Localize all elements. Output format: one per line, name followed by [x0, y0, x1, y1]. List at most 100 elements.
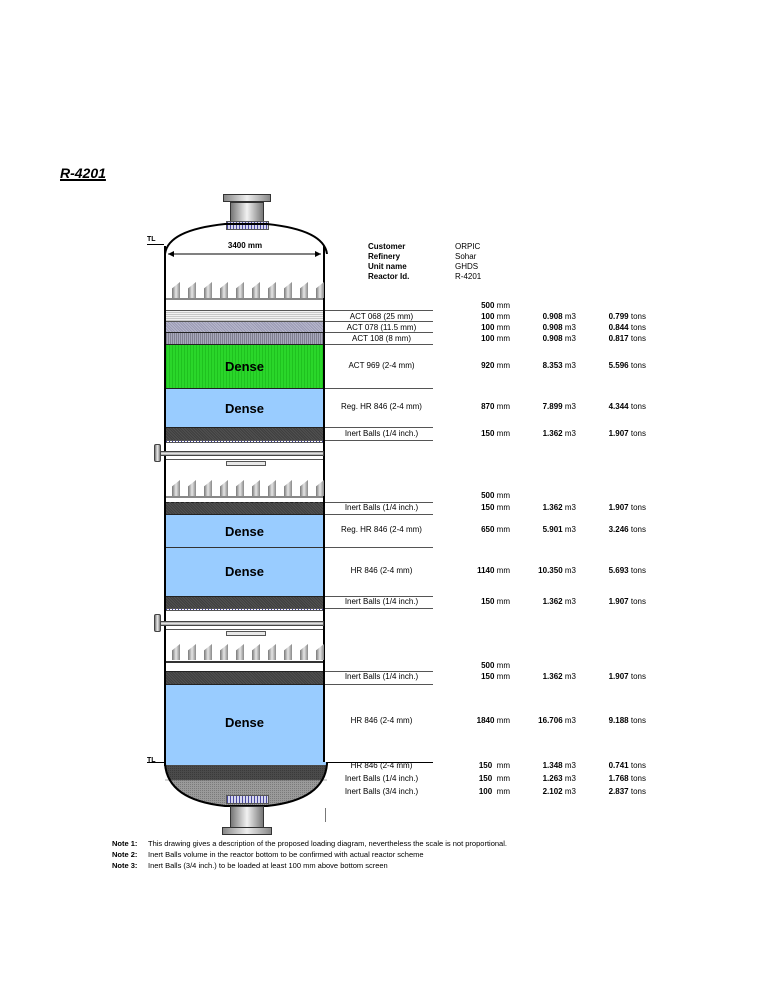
note-3: Note 3:Inert Balls (3/4 inch.) to be loa… [112, 861, 388, 870]
quench-box-plate-2 [226, 631, 266, 636]
layer-inert-bed1 [166, 427, 323, 440]
bubble-cap-icon [316, 644, 324, 660]
dense-label: Dense [224, 564, 265, 579]
top-nozzle-screen [226, 221, 269, 230]
bed3-free-space: 500 mm [481, 661, 510, 670]
bed3-layer-name: Inert Balls (3/4 inch.) [344, 787, 419, 796]
bubble-cap-icon [252, 644, 260, 660]
tangent-line-top [147, 244, 164, 245]
leader-line [325, 502, 433, 503]
bed1-layer-weight: 1.907 tons [608, 429, 646, 438]
bed2-layer-height: 150 mm [481, 503, 510, 512]
layer-act969: Dense [166, 344, 323, 388]
note-2: Note 2:Inert Balls volume in the reactor… [112, 850, 424, 859]
diameter-arrow-icon [168, 251, 321, 257]
bed1-layer-name: ACT 108 (8 mm) [352, 334, 411, 343]
vessel-left-wall [164, 246, 166, 766]
bed2-layer-volume: 10.350 m3 [538, 566, 576, 575]
layer-act078 [166, 321, 323, 332]
info-unit-value: GHDS [455, 262, 479, 271]
bubble-cap-icon [172, 480, 180, 496]
layer-reg-hr846-bed1: Dense [166, 388, 323, 427]
leader-line [325, 321, 433, 322]
bubble-cap-icon [220, 644, 228, 660]
bed2-layer-weight: 1.907 tons [608, 597, 646, 606]
info-refinery-value: Sohar [455, 252, 477, 261]
leader-line [325, 684, 433, 685]
reactor-title: R-4201 [60, 165, 106, 181]
bubble-cap-icon [236, 644, 244, 660]
bed3-layer-volume: 1.362 m3 [542, 672, 576, 681]
quench-pipe-1 [160, 451, 324, 456]
bed1-layer-height: 150 mm [481, 429, 510, 438]
leader-line [325, 388, 433, 389]
bed1-layer-volume: 8.353 m3 [542, 361, 576, 370]
bed2-layer-name: HR 846 (2-4 mm) [350, 566, 413, 575]
bubble-cap-icon [268, 480, 276, 496]
bubble-cap-icon [172, 644, 180, 660]
bed3-layer-height: 150 mm [478, 774, 510, 783]
bubble-cap-icon [204, 644, 212, 660]
bed1-layer-name: Inert Balls (1/4 inch.) [344, 429, 419, 438]
dense-label: Dense [224, 359, 265, 374]
bed2-layer-volume: 5.901 m3 [542, 525, 576, 534]
info-reactor-value: R-4201 [455, 272, 482, 281]
bubble-cap-icon [300, 480, 308, 496]
diameter-label: 3400 mm [227, 241, 263, 250]
bed1-free-space: 500 mm [481, 301, 510, 310]
quench-pipe-2 [160, 621, 324, 626]
bubble-cap-icon [252, 480, 260, 496]
bed2-layer-name: Reg. HR 846 (2-4 mm) [341, 525, 422, 534]
bed3-layer-height: 1840 mm [476, 716, 510, 725]
bed3-layer-weight: 1.907 tons [608, 672, 646, 681]
bed1-layer-weight: 4.344 tons [608, 402, 646, 411]
bottom-nozzle-screen [226, 795, 269, 804]
bed3-layer-weight: 0.741 tons [608, 761, 646, 770]
bubble-cap-icon [204, 480, 212, 496]
quench-box-plate-1 [226, 461, 266, 466]
distributor-tray-1 [172, 282, 332, 298]
bed1-layer-volume: 7.899 m3 [542, 402, 576, 411]
bed2-layer-height: 150 mm [481, 597, 510, 606]
quench-divider [166, 459, 323, 460]
bed3-layer-weight: 9.188 tons [608, 716, 646, 725]
leader-line [325, 344, 433, 345]
leader-line [325, 440, 433, 441]
bottom-nozzle-body [230, 806, 264, 828]
bubble-cap-icon [204, 282, 212, 298]
bubble-cap-icon [236, 282, 244, 298]
bed2-free-space: 500 mm [481, 491, 510, 500]
bed1-layer-height: 870 mm [481, 402, 510, 411]
bed1-layer-weight: 0.799 tons [608, 312, 646, 321]
tangent-line-bottom-label: TL [147, 757, 156, 764]
leader-line [325, 427, 433, 428]
tray-plate-1 [166, 298, 323, 300]
bubble-cap-icon [316, 282, 324, 298]
bubble-cap-icon [268, 644, 276, 660]
leader-line [325, 596, 433, 597]
bubble-cap-icon [284, 644, 292, 660]
info-customer-value: ORPIC [455, 242, 481, 251]
bubble-cap-icon [220, 480, 228, 496]
bed1-layer-height: 100 mm [481, 323, 510, 332]
bed1-layer-volume: 1.362 m3 [542, 429, 576, 438]
bed1-layer-volume: 0.908 m3 [542, 312, 576, 321]
layer-inert-bed2-bottom [166, 596, 323, 608]
bed2-layer-volume: 1.362 m3 [542, 503, 576, 512]
leader-line [325, 514, 433, 515]
layer-act068 [166, 310, 323, 321]
distributor-tray-2 [172, 480, 332, 496]
layer-hr846-bed2: Dense [166, 547, 323, 596]
bed1-support-screen [166, 440, 323, 443]
bottom-nozzle-flange [222, 827, 272, 835]
bed2-layer-volume: 1.362 m3 [542, 597, 576, 606]
leader-line [325, 547, 433, 548]
bubble-cap-icon [220, 282, 228, 298]
tray-plate-2 [166, 496, 323, 498]
bed2-layer-weight: 1.907 tons [608, 503, 646, 512]
bed1-layer-name: ACT 078 (11.5 mm) [346, 323, 417, 332]
tangent-line-top-label: TL [147, 236, 156, 243]
top-nozzle-flange [223, 194, 271, 202]
info-customer-label: Customer [368, 242, 406, 251]
bed2-layer-name: Inert Balls (1/4 inch.) [344, 597, 419, 606]
